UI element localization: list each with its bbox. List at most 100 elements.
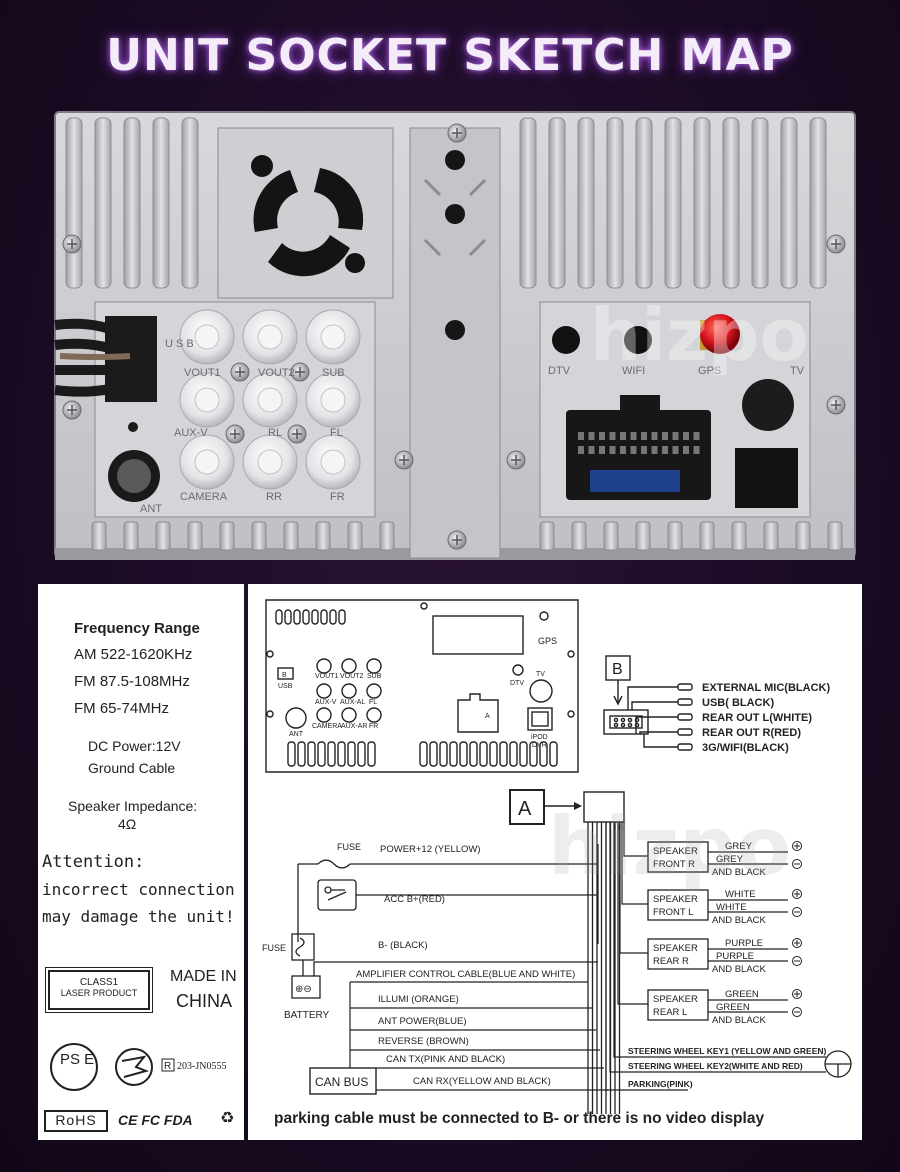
- speaker-pos-color: GREY: [725, 841, 753, 852]
- speaker-name-line1: SPEAKER: [653, 943, 698, 954]
- diag-dtv-socket: [512, 664, 524, 676]
- fin: [667, 521, 683, 551]
- photo-label-auxv: AUX-V: [174, 427, 208, 439]
- fin: [94, 117, 112, 289]
- steering-wire-label: PARKING(PINK): [628, 1079, 693, 1089]
- photo-label-camera: CAMERA: [180, 491, 228, 503]
- speaker-neg-color: WHITE: [716, 902, 747, 913]
- speaker-name-line2: REAR R: [653, 956, 689, 967]
- rohs-text: RoHS: [55, 1112, 97, 1128]
- b-wire: [635, 716, 678, 734]
- r-mark-icon: [161, 1058, 175, 1072]
- fin: [155, 521, 171, 551]
- speaker-name-line2: FRONT R: [653, 859, 695, 870]
- diag-fin: [539, 741, 548, 767]
- diag-rca-jack: [316, 658, 332, 674]
- diag-sub-label: SUB: [367, 673, 382, 680]
- wire-label: CAN RX(YELLOW AND BLACK): [413, 1076, 551, 1087]
- pse-mark-icon: [50, 1043, 98, 1091]
- a-plug: [583, 791, 625, 823]
- photo-label-vout2: VOUT2: [258, 367, 295, 379]
- photo-label-vout1: VOUT1: [184, 367, 221, 379]
- b-box-letter: B: [612, 661, 623, 678]
- acc-switch: [317, 879, 357, 911]
- diag-fin: [297, 741, 306, 767]
- fin: [635, 117, 653, 289]
- pin: [662, 432, 668, 440]
- diag-fin: [329, 609, 337, 625]
- steering-wire-label: STEERING WHEEL KEY2(WHITE AND RED): [628, 1061, 803, 1071]
- diag-fin: [549, 741, 558, 767]
- fin: [65, 117, 83, 289]
- photo-label-wifi: WIFI: [622, 365, 645, 377]
- diag-tv-label: TV: [536, 671, 545, 678]
- diag-dvr-label: DVR: [532, 742, 547, 749]
- diag-vout2-label: VOUT2: [340, 673, 363, 680]
- b-wire: [631, 701, 678, 710]
- diag-fin: [317, 741, 326, 767]
- pin: [609, 446, 616, 454]
- fin: [519, 117, 537, 289]
- fan-window: [432, 615, 524, 655]
- a-box-letter: A: [518, 798, 532, 820]
- speaker-wire: [617, 822, 648, 1005]
- fin: [795, 521, 811, 551]
- speaker-leads: [708, 851, 788, 865]
- center-spine: [409, 127, 501, 559]
- diag-gps-socket: [539, 611, 549, 621]
- warning-line-1: incorrect connection: [42, 880, 235, 899]
- diag-rca-jack: [316, 707, 332, 723]
- wire-label: ILLUMI (ORANGE): [378, 994, 459, 1005]
- minus-terminal-icon: [792, 859, 802, 869]
- steering-wire: [613, 822, 826, 1058]
- diag-fin: [311, 609, 319, 625]
- diag-connector-a-label: A: [485, 713, 490, 720]
- speaker-name-line1: SPEAKER: [653, 846, 698, 857]
- b-wire-label: REAR OUT R(RED): [702, 727, 801, 739]
- diag-fin: [529, 741, 538, 767]
- pin: [578, 432, 584, 440]
- fin: [731, 521, 747, 551]
- wifi-socket-photo: [624, 326, 652, 354]
- wire-label: CAN TX(PINK AND BLACK): [386, 1054, 505, 1065]
- diag-fin: [338, 609, 346, 625]
- fin: [315, 521, 331, 551]
- pin: [683, 446, 689, 454]
- wire-label: REVERSE (BROWN): [378, 1036, 469, 1047]
- pin: [651, 446, 658, 454]
- diag-fin: [284, 609, 292, 625]
- r-mark-text: R: [164, 1061, 171, 1072]
- diag-fin: [347, 741, 356, 767]
- speaker-neg-color-2: AND BLACK: [712, 1015, 767, 1026]
- fin: [251, 521, 267, 551]
- fin: [606, 117, 624, 289]
- speaker-neg-color: PURPLE: [716, 951, 754, 962]
- diag-fin: [449, 741, 458, 767]
- diag-usb-label: USB: [278, 683, 293, 690]
- battery-terminals-icon: ⊕⊖: [295, 984, 312, 995]
- speaker-neg-color: GREY: [716, 854, 744, 865]
- diag-vout1-label: VOUT1: [315, 673, 338, 680]
- cert-number: 203-JN0555: [177, 1061, 226, 1072]
- tv-socket-photo: [742, 379, 794, 431]
- speaker-leads: [708, 948, 788, 962]
- fin: [577, 117, 595, 289]
- b-plug: [603, 709, 649, 735]
- speaker-pos-color: PURPLE: [725, 938, 763, 949]
- pse-text: PS E: [60, 1051, 94, 1068]
- diag-fin: [499, 741, 508, 767]
- diag-fin: [307, 741, 316, 767]
- laser-product-text: LASER PRODUCT: [60, 988, 138, 998]
- diag-rca-jack: [341, 707, 357, 723]
- speaker-neg-color: GREEN: [716, 1002, 750, 1013]
- ce-fcc-fda-marks: CE FC FDA: [118, 1112, 193, 1128]
- fin: [722, 117, 740, 289]
- b-wire-plug: [677, 683, 693, 691]
- diag-gps-label: GPS: [538, 636, 557, 646]
- fin: [699, 521, 715, 551]
- fin: [347, 521, 363, 551]
- diag-usb-box: [277, 667, 294, 680]
- diag-camera-label: CAMERA: [312, 723, 342, 730]
